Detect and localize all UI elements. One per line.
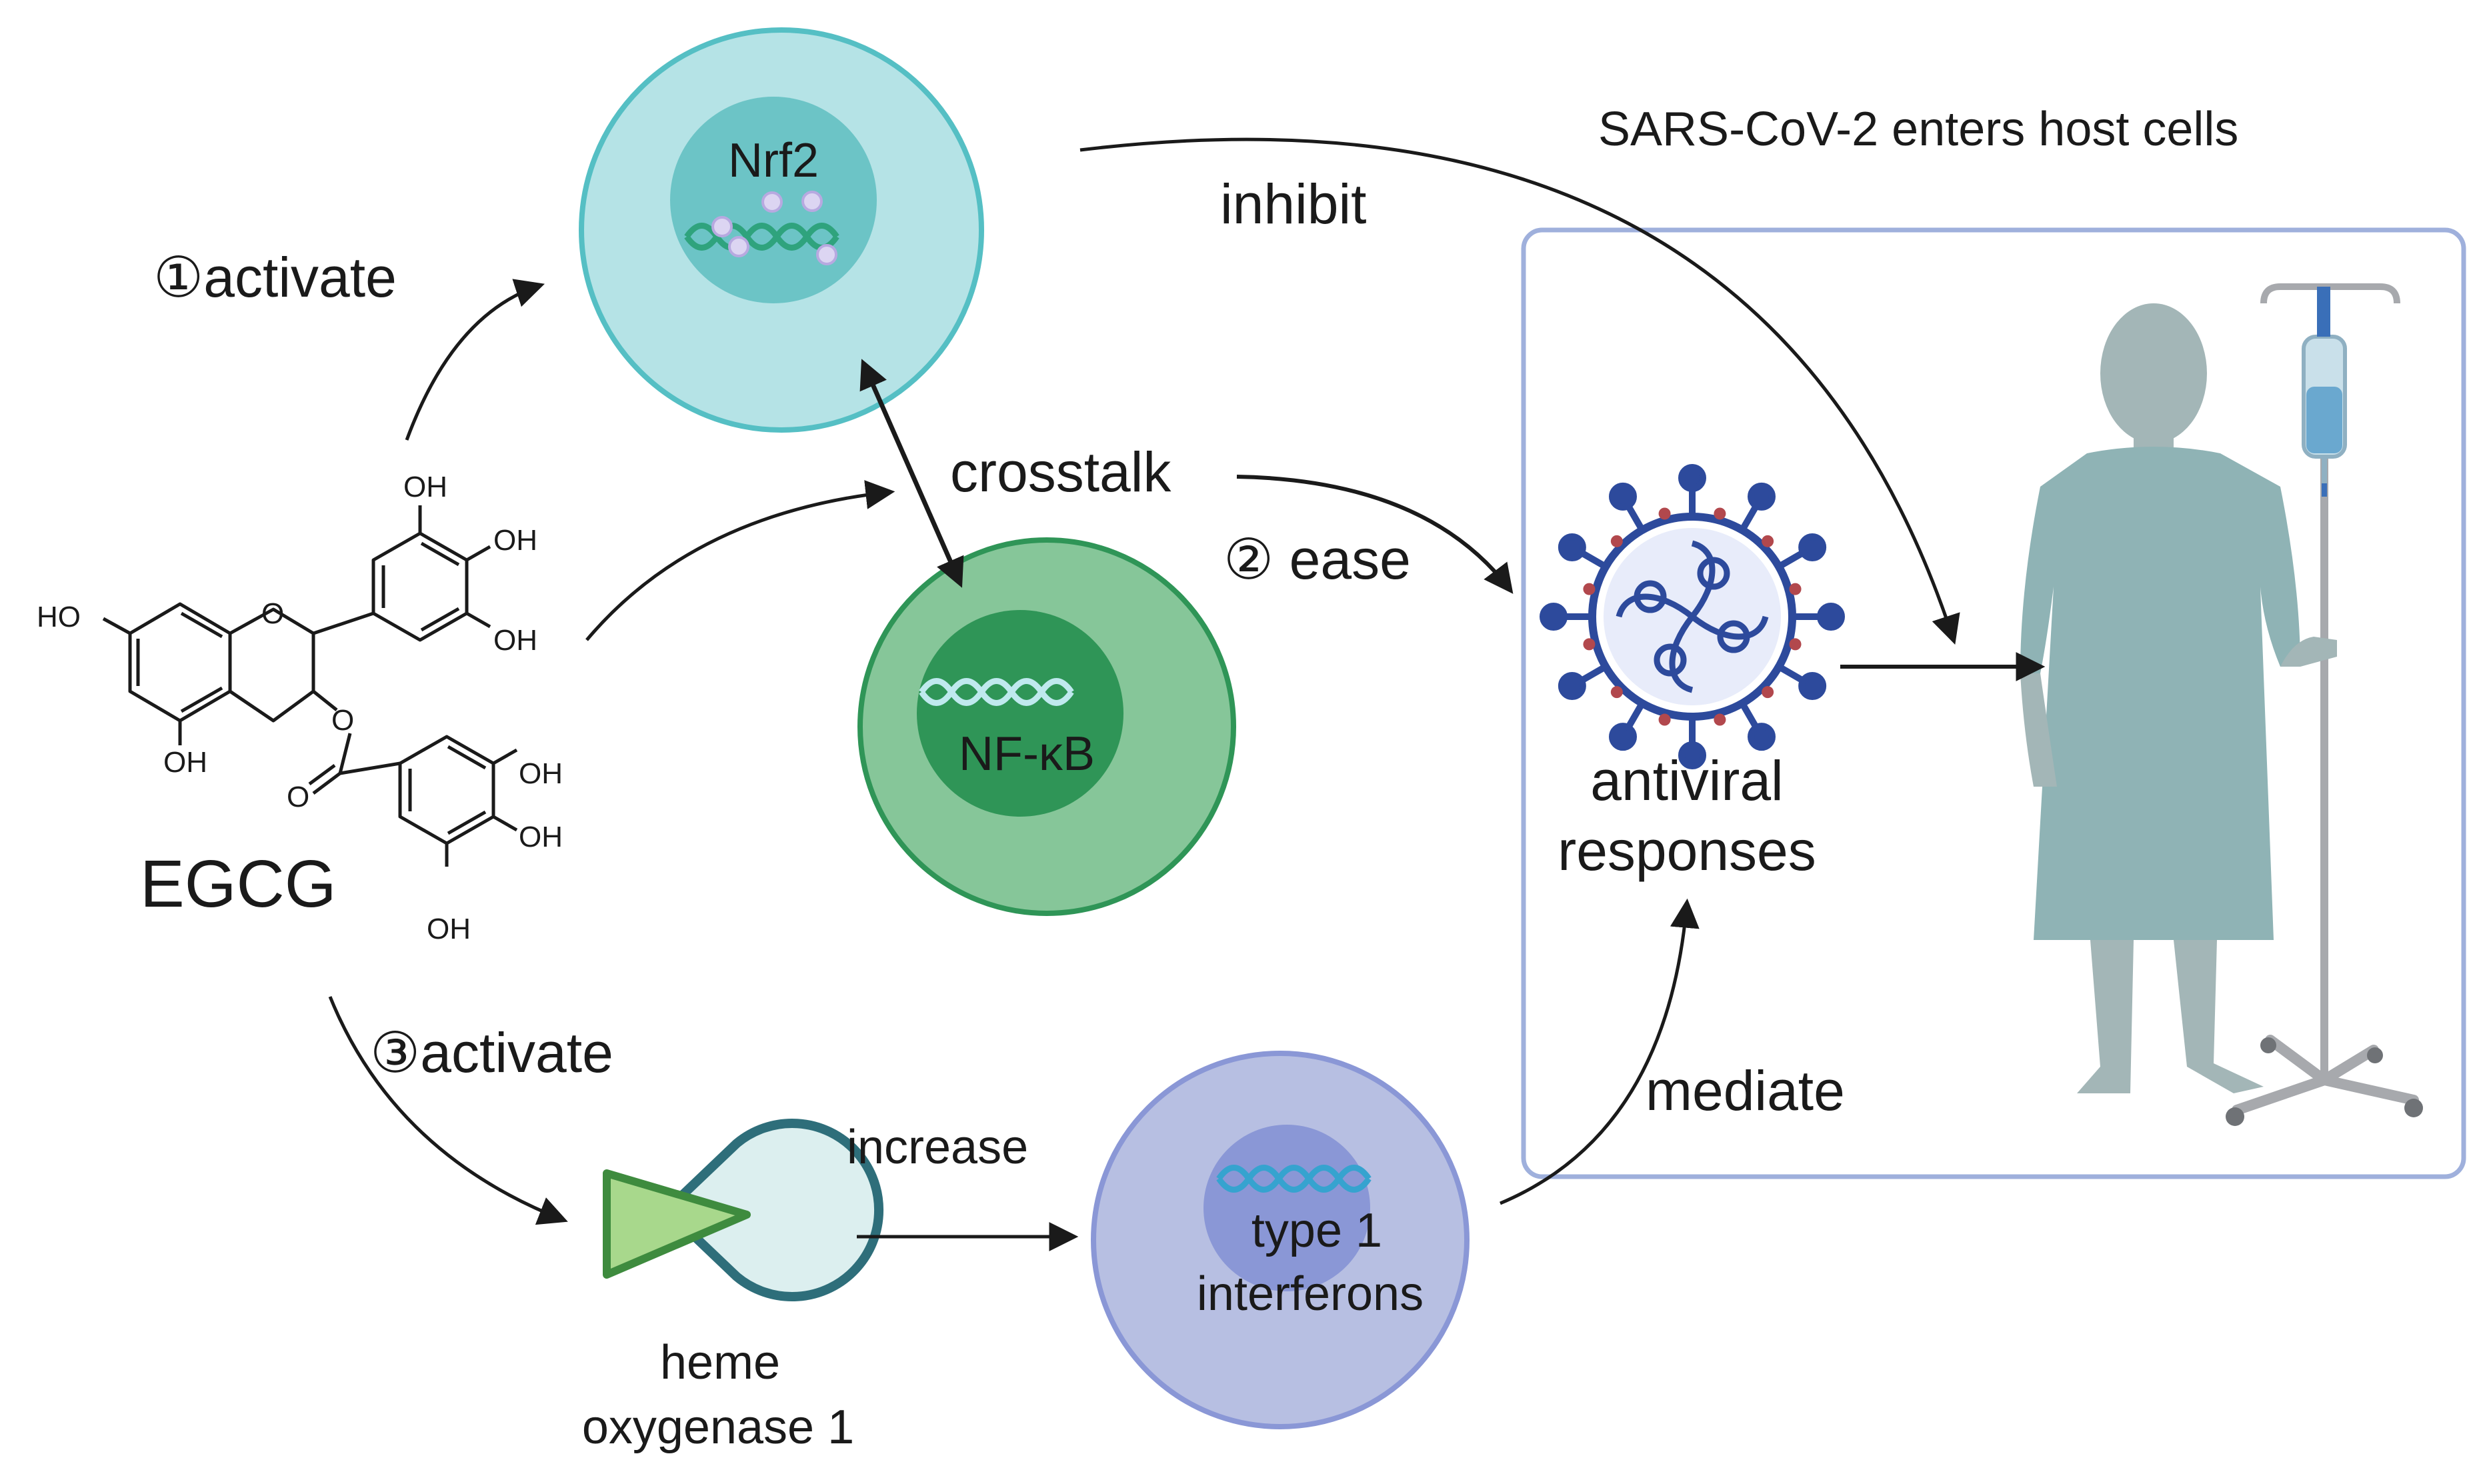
virus-spike-head [1678,464,1706,492]
label-inhibit: inhibit [1220,173,1366,235]
sars-cov-2-virus-icon [1540,464,1845,769]
virus-membrane-protein [1583,583,1596,595]
hmox-label-line2: oxygenase 1 [582,1401,854,1454]
virus-spike-head [1748,482,1776,511]
svg-text:OH: OH [493,524,537,557]
label-mediate: mediate [1646,1059,1845,1122]
virus-spike-head [1798,533,1827,561]
label-activate3: ③activate [370,1021,613,1084]
arrow-crosstalk-in [585,480,895,641]
arrow-ease [1236,475,1514,594]
svg-text:O: O [261,597,284,630]
svg-text:OH: OH [163,746,207,779]
virus-spike-head [1798,672,1827,700]
virus-spike-head [1609,723,1637,751]
virus-membrane-protein [1714,507,1726,520]
arrow-activate3 [328,996,568,1225]
virus-membrane-protein [1789,638,1802,651]
nfkb-cell: NF-κB [857,537,1236,916]
egcg-label: EGCG [140,847,336,921]
nrf2-molecule-dots-icon [711,191,837,265]
arrow-crosstalk [859,359,964,588]
virus-membrane-protein [1610,535,1623,547]
arrow-mediate [1500,898,1700,1205]
virus-spike-head [1558,672,1586,700]
ifn-cell: type 1 interferons [1091,1051,1470,1429]
svg-text:HO: HO [37,601,81,633]
virus-membrane-protein [1762,686,1774,699]
svg-text:OH: OH [519,821,563,853]
egcg-molecule-icon [102,505,518,867]
svg-text:OH: OH [493,624,537,657]
label-ease: ② ease [1223,528,1411,591]
virus-membrane-protein [1583,638,1596,651]
virus-membrane-protein [1762,535,1774,547]
virus-spike-head [1678,741,1706,769]
egcg-groups: OH OH OH HO O O OH O OH OH OH [37,471,563,945]
virus-membrane-protein [1658,507,1671,520]
nrf2-cell: Nrf2 [579,27,984,433]
svg-text:OH: OH [519,757,563,790]
svg-text:O: O [287,781,309,813]
svg-text:OH: OH [403,471,447,503]
virus-spike-head [1817,603,1845,631]
virus-membrane-protein [1714,713,1726,726]
virus-spike-head [1609,482,1637,511]
virus-label-line2: responses [1558,819,1816,882]
ifn-label-line2: interferons [1197,1267,1424,1321]
iv-pole-icon [2226,283,2423,1126]
virus-label-line1: antiviral [1590,749,1783,812]
virus-spike-head [1540,603,1568,631]
nfkb-label: NF-κB [959,727,1095,781]
host-box [1521,227,2466,1179]
label-activate1: ①activate [153,246,397,309]
virus-membrane-protein [1658,713,1671,726]
virus-spike-head [1748,723,1776,751]
hmox-label-line1: heme [660,1336,780,1389]
arrow-inhibit [1079,137,1960,645]
arrows [328,137,2046,1251]
nrf2-label: Nrf2 [728,134,819,187]
patient-icon [2020,283,2423,1126]
virus-membrane-protein [1789,583,1802,595]
virus-membrane-protein [1610,686,1623,699]
svg-text:OH: OH [427,913,471,945]
svg-text:O: O [331,704,354,737]
label-increase: increase [847,1121,1028,1174]
arrow-activate1 [405,279,545,441]
host-title: SARS-CoV-2 enters host cells [1598,103,2238,156]
ifn-label-line1: type 1 [1252,1204,1382,1257]
virus-spike-head [1558,533,1586,561]
heme-oxygenase-icon [603,1119,884,1301]
label-crosstalk: crosstalk [950,441,1171,503]
